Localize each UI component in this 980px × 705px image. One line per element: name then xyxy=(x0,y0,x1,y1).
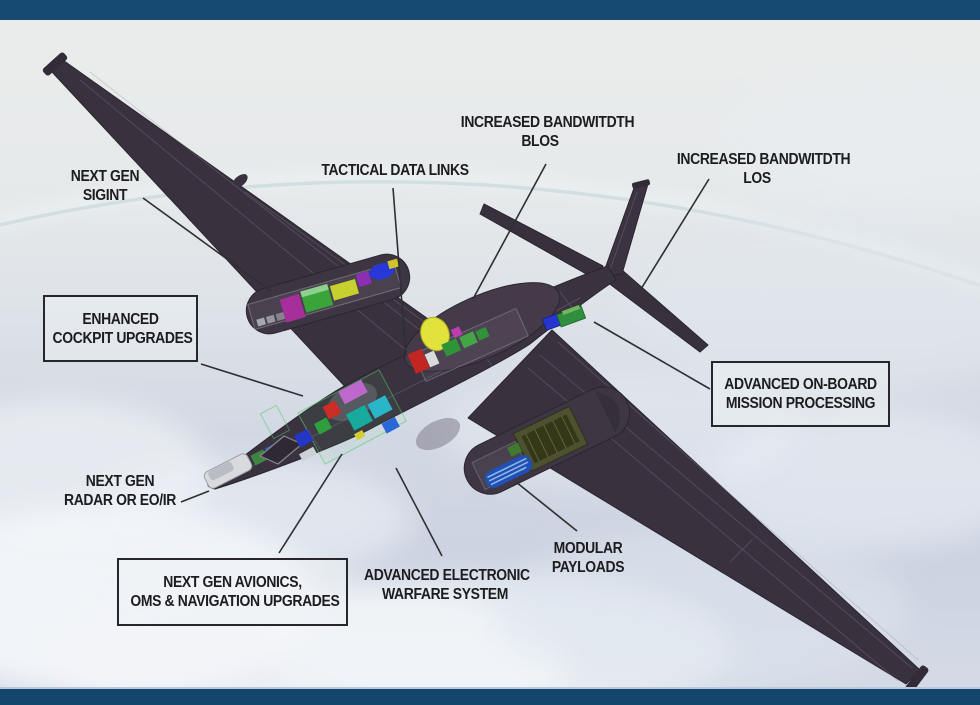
callout-increased-bandwidth-los: INCREASED BANDWITDTH LOS xyxy=(668,150,851,188)
callout-advanced-electronic-warfare: ADVANCED ELECTRONIC WARFARE SYSTEM xyxy=(355,566,535,604)
callout-text: NEXT GEN xyxy=(85,473,155,490)
leader-next-gen-sigint xyxy=(142,197,272,292)
canoe-red-unit xyxy=(407,348,430,374)
callout-text: RADAR OR EO/IR xyxy=(64,492,176,509)
top-navy-bar xyxy=(0,0,980,20)
dorsal-mission-canoe xyxy=(403,282,561,382)
callout-advanced-onboard-mission-processing: ADVANCED ON-BOARD MISSION PROCESSING xyxy=(711,361,890,427)
leader-modular-payloads xyxy=(515,481,578,532)
callout-next-gen-sigint: NEXT GEN SIGINT xyxy=(30,167,180,205)
callout-text: OMS & NAVIGATION UPGRADES xyxy=(130,593,340,610)
leader-onboard-processing xyxy=(593,321,711,390)
callout-next-gen-radar-eoir: NEXT GEN RADAR OR EO/IR xyxy=(35,472,205,510)
bottom-navy-bar xyxy=(0,687,980,705)
leader-next-gen-avionics xyxy=(278,453,343,554)
left-wing-fairing-bump xyxy=(232,174,248,188)
callout-text: PAYLOADS xyxy=(551,559,625,576)
aft-processing-units xyxy=(542,305,587,331)
satcom-dome xyxy=(420,316,450,352)
callout-text: MODULAR xyxy=(553,540,623,557)
leader-tactical-data-links xyxy=(392,187,407,357)
right-wing-fairing-bump xyxy=(725,514,741,528)
callout-text: SIGINT xyxy=(82,187,128,204)
leader-increased-bandwidth-los xyxy=(640,178,710,290)
leader-enhanced-cockpit xyxy=(200,363,304,397)
callout-text: ENHANCED xyxy=(82,310,159,328)
right-wingtip-plate xyxy=(905,665,929,693)
tail xyxy=(479,179,709,353)
callout-text: INCREASED BANDWITDTH xyxy=(460,114,635,131)
callout-text: TACTICAL DATA LINKS xyxy=(321,162,469,179)
callout-text: COCKPIT UPGRADES xyxy=(52,329,193,347)
clouds xyxy=(0,70,980,705)
callout-text: ADVANCED ON-BOARD xyxy=(724,376,877,393)
callout-text: NEXT GEN AVIONICS, xyxy=(163,574,302,591)
aircraft xyxy=(42,52,929,693)
pod-blue-unit xyxy=(369,262,395,280)
right-superpod xyxy=(463,386,631,495)
callout-increased-bandwidth-blos: INCREASED BANDWITDTH BLOS xyxy=(452,113,635,151)
intake-hump-right xyxy=(415,417,461,451)
callout-text: BLOS xyxy=(521,133,559,150)
callout-modular-payloads: MODULAR PAYLOADS xyxy=(508,539,668,577)
pod-magenta-unit xyxy=(279,294,306,323)
callout-enhanced-cockpit-upgrades: ENHANCED COCKPIT UPGRADES xyxy=(43,295,198,362)
leader-increased-bandwidth-blos xyxy=(472,163,547,300)
avionics-bay xyxy=(259,369,407,465)
callout-tactical-data-links: TACTICAL DATA LINKS xyxy=(305,161,485,180)
leader-advanced-ew xyxy=(395,467,443,557)
callout-next-gen-avionics: NEXT GEN AVIONICS, OMS & NAVIGATION UPGR… xyxy=(117,558,348,626)
left-wingtip-plate xyxy=(42,52,68,76)
callout-text: MISSION PROCESSING xyxy=(725,395,876,412)
callout-text: NEXT GEN xyxy=(70,168,140,185)
callout-text: ADVANCED ELECTRONIC xyxy=(364,567,530,584)
leader-next-gen-radar xyxy=(180,490,210,503)
callout-text: WARFARE SYSTEM xyxy=(382,586,508,603)
leader-lines xyxy=(142,163,711,557)
callout-text: INCREASED BANDWITDTH xyxy=(676,151,851,168)
callout-text: LOS xyxy=(743,170,771,187)
fin-tip xyxy=(631,179,651,189)
left-superpod xyxy=(245,253,411,335)
